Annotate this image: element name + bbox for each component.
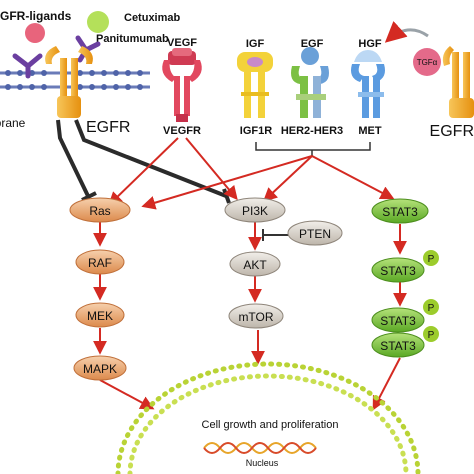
mapk-node	[73, 355, 127, 381]
receptor-bracket	[255, 142, 371, 156]
antibody-left-icon	[12, 53, 43, 79]
dna-icon	[203, 442, 317, 454]
met-label: MET	[358, 125, 382, 137]
cetuximab-dot	[87, 11, 109, 33]
stat3-node	[371, 198, 429, 224]
cell-growth-label: Cell growth and proliferation	[202, 419, 339, 431]
mek-node	[75, 302, 125, 328]
stat3-label-4: STAT3	[380, 339, 416, 353]
pi3k-node	[224, 197, 286, 223]
cetuximab-label: Cetuximab	[124, 12, 181, 24]
vegf-label: VEGF	[167, 37, 197, 49]
mapk-label: MAPK	[83, 362, 117, 376]
tgfa-feedback-arrow	[384, 20, 429, 43]
vegf-ligand-icon	[168, 48, 196, 65]
mapk-pathway: Ras RAF MEK MAPK	[69, 197, 131, 381]
igf1r-receptor-icon	[237, 52, 273, 118]
pi3k-pathway: PI3K PTEN AKT mTOR	[224, 197, 343, 329]
phosphate-icon	[423, 299, 439, 315]
phosphate-icon	[423, 326, 439, 342]
raf-node	[75, 249, 125, 275]
pten-label: PTEN	[299, 227, 331, 241]
stat3-phospho-node	[371, 257, 425, 283]
ras-label: Ras	[89, 204, 110, 218]
stat3-dimer-top-node	[371, 307, 425, 333]
pten-inhibition	[262, 229, 290, 241]
egfr-left-receptor-icon	[45, 46, 93, 118]
phosphate-icon	[423, 250, 439, 266]
raf-label: RAF	[88, 256, 112, 270]
activation-arrows	[93, 137, 407, 411]
egfr-inhibition-lines	[56, 119, 231, 204]
tgfa-label: TGFα	[417, 58, 438, 67]
hgf-label: HGF	[358, 38, 382, 50]
igf-label: IGF	[246, 38, 265, 50]
akt-node	[229, 251, 281, 277]
vegfr-receptor-icon	[162, 60, 202, 122]
pten-node	[287, 220, 343, 246]
panitumumab-label: Panitumumab	[96, 33, 169, 45]
mtor-label: mTOR	[238, 310, 273, 324]
mtor-node	[228, 303, 284, 329]
stat3-label-2: STAT3	[380, 264, 416, 278]
egfr-ligands-label: EGFR-ligands	[0, 9, 72, 23]
egfr-right-label: EGFR	[430, 123, 474, 140]
phosphate-label-2: P	[428, 303, 435, 314]
membrane-label: Membrane	[0, 116, 26, 130]
nucleus: Cell growth and proliferation Nucleus	[115, 361, 421, 474]
vegfr-label: VEGFR	[163, 125, 201, 137]
egfr-left-label: EGFR	[86, 119, 130, 136]
cell-membrane	[0, 70, 150, 90]
met-receptor-icon	[351, 50, 385, 118]
akt-label: AKT	[243, 258, 267, 272]
stat3-pathway: STAT3 STAT3 P STAT3 P STAT3 P	[371, 198, 439, 358]
stat3-label-3: STAT3	[380, 314, 416, 328]
stat3-label-1: STAT3	[382, 205, 418, 219]
egfr-right-receptor-icon	[442, 46, 474, 118]
phosphate-label-3: P	[428, 330, 435, 341]
egf-label: EGF	[301, 38, 324, 50]
igf1r-label: IGF1R	[240, 125, 272, 137]
her2-her3-label: HER2-HER3	[281, 125, 343, 137]
mek-label: MEK	[87, 309, 113, 323]
nucleus-label: Nucleus	[246, 458, 279, 468]
stat3-dimer-bottom-node	[371, 332, 425, 358]
egfr-ligand-dot	[25, 23, 45, 43]
ras-node	[69, 197, 131, 223]
her2-her3-receptor-icon	[291, 47, 329, 118]
pi3k-label: PI3K	[242, 204, 268, 218]
tgfa-ligand	[413, 48, 441, 76]
phosphate-label-1: P	[428, 254, 435, 265]
